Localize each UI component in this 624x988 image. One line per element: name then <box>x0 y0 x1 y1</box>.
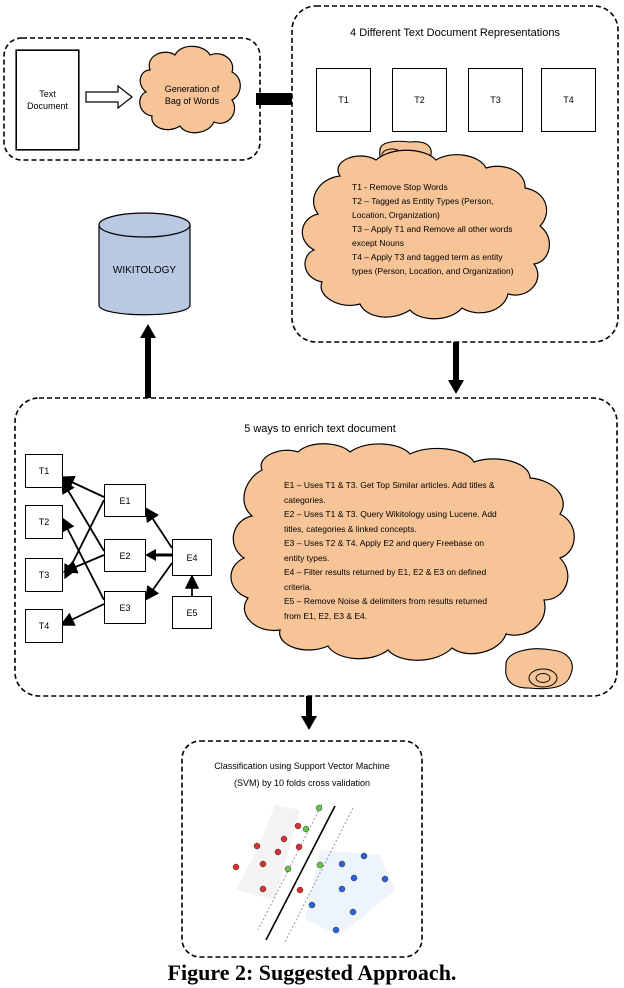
representations-descriptions: T1 - Remove Stop Words T2 – Tagged as En… <box>352 180 552 278</box>
enrich-panel <box>14 397 618 697</box>
svm-blue-point <box>338 885 346 893</box>
enrich-node-e2: E2 <box>104 539 146 572</box>
rep-box-t3: T3 <box>468 68 523 132</box>
bag-of-words-label: Generation of Bag of Words <box>164 84 220 106</box>
rep-box-t2: T2 <box>392 68 447 132</box>
rep-box-t4: T4 <box>541 68 596 132</box>
svm-blue-point <box>349 908 357 916</box>
svm-hyperplane <box>265 805 336 941</box>
classification-panel <box>181 740 423 958</box>
enrich-node-t1: T1 <box>25 454 63 488</box>
rep-box-t3-label: T3 <box>490 95 501 105</box>
enrich-desc-line: E5 – Remove Noise & delimiters from resu… <box>284 596 488 606</box>
wikitology-cylinder <box>98 212 191 316</box>
enrich-desc-line: E1 – Uses T1 & T3. Get Top Similar artic… <box>284 480 495 490</box>
svm-blue-point <box>350 874 358 882</box>
rep-desc-line: except Nouns <box>352 238 404 248</box>
text-document-box-label-wrap: Text Document <box>16 50 79 150</box>
connector-bar <box>256 93 292 105</box>
svm-red-points <box>232 822 304 894</box>
rep-desc-line: T3 – Apply T1 and Remove all other words <box>352 224 513 234</box>
enrich-node-e4-label: E4 <box>186 552 198 563</box>
svm-green-point <box>315 804 323 812</box>
enrich-node-t1-label: T1 <box>38 466 50 476</box>
enrich-desc-line: criteria. <box>284 581 312 592</box>
text-document-label: Text Document <box>26 89 69 111</box>
enrich-node-e5-label: E5 <box>186 607 198 618</box>
enrich-node-t2: T2 <box>25 505 63 539</box>
wikitology-label: WIKITOLOGY <box>112 264 177 276</box>
classification-text: Classification using Support Vector Mach… <box>188 758 416 792</box>
svm-red-point <box>259 885 267 893</box>
svm-green-point <box>284 865 292 873</box>
enrich-desc-line: categories. <box>284 494 326 505</box>
enrich-desc-line: entity types. <box>284 552 330 563</box>
enrich-node-e3: E3 <box>104 591 146 624</box>
rep-desc-line: T1 - Remove Stop Words <box>352 182 448 192</box>
enrich-node-t3: T3 <box>25 558 63 592</box>
svm-red-point <box>232 863 240 871</box>
svm-red-point <box>295 843 303 851</box>
classification-line: Classification using Support Vector Mach… <box>214 761 390 771</box>
enrich-node-t2-label: T2 <box>38 517 50 527</box>
enrich-node-t3-label: T3 <box>38 570 50 580</box>
rep-box-t4-label: T4 <box>563 95 574 105</box>
svm-blue-point <box>308 901 316 909</box>
rep-box-t2-label: T2 <box>414 95 425 105</box>
enrich-desc-line: from E1, E2, E3 & E4. <box>284 610 368 621</box>
svm-green-points <box>284 804 324 873</box>
classification-line: (SVM) by 10 folds cross validation <box>233 778 371 788</box>
svm-blue-point <box>381 875 389 883</box>
enrich-graph-edges <box>59 476 200 626</box>
svm-margin-right <box>283 807 354 945</box>
scroll-icon-bottom <box>505 648 573 690</box>
enrich-node-e2-label: E2 <box>119 550 131 561</box>
enrich-node-t4-label: T4 <box>38 621 50 631</box>
enrich-desc-line: E2 – Uses T1 & T3. Query Wikitology usin… <box>284 509 497 519</box>
svm-red-point <box>296 886 304 894</box>
bow-cloud <box>139 45 241 134</box>
figure-caption: Figure 2: Suggested Approach. <box>167 960 457 985</box>
svm-blue-point <box>332 926 340 934</box>
hollow-arrow-icon <box>85 84 133 110</box>
enrich-node-e5: E5 <box>172 596 212 629</box>
svm-green-point <box>302 825 310 833</box>
rep-desc-line: T2 – Tagged as Entity Types (Person, <box>352 196 494 206</box>
svm-margin-left <box>257 803 323 931</box>
rep-desc-line: types (Person, Location, and Organizatio… <box>352 266 514 276</box>
svm-blue-points <box>308 852 389 934</box>
svm-illustration <box>236 803 395 945</box>
enrich-node-e3-label: E3 <box>119 602 131 613</box>
representations-title: 4 Different Text Document Representation… <box>350 27 560 39</box>
rep-box-t1: T1 <box>316 68 371 132</box>
representations-cloud <box>301 149 550 320</box>
enrich-descriptions: E1 – Uses T1 & T3. Get Top Similar artic… <box>284 478 534 623</box>
enrich-node-t4: T4 <box>25 609 63 643</box>
enrich-node-e4: E4 <box>172 539 212 576</box>
rep-desc-line: Location, Organization) <box>352 210 440 220</box>
svm-red-point <box>253 842 261 850</box>
svm-red-point <box>280 835 288 843</box>
enrich-node-e1-label: E1 <box>119 495 131 506</box>
enrich-desc-line: E4 – Filter results returned by E1, E2 &… <box>284 567 487 577</box>
enrich-cloud <box>230 443 575 661</box>
enrich-node-e1: E1 <box>104 484 146 517</box>
rep-desc-line: T4 – Apply T3 and tagged term as entity <box>352 252 503 262</box>
svm-blue-point <box>338 860 346 868</box>
svm-red-point <box>259 860 267 868</box>
svm-red-point <box>294 822 302 830</box>
rep-box-t1-label: T1 <box>338 95 349 105</box>
svm-blue-point <box>360 852 368 860</box>
svm-red-point <box>274 848 282 856</box>
enrich-desc-line: titles, categories & linked concepts. <box>284 523 417 534</box>
svm-green-point <box>316 861 324 869</box>
enrich-desc-line: E3 – Uses T2 & T4. Apply E2 and query Fr… <box>284 538 485 548</box>
enrich-title: 5 ways to enrich text document <box>244 423 396 435</box>
